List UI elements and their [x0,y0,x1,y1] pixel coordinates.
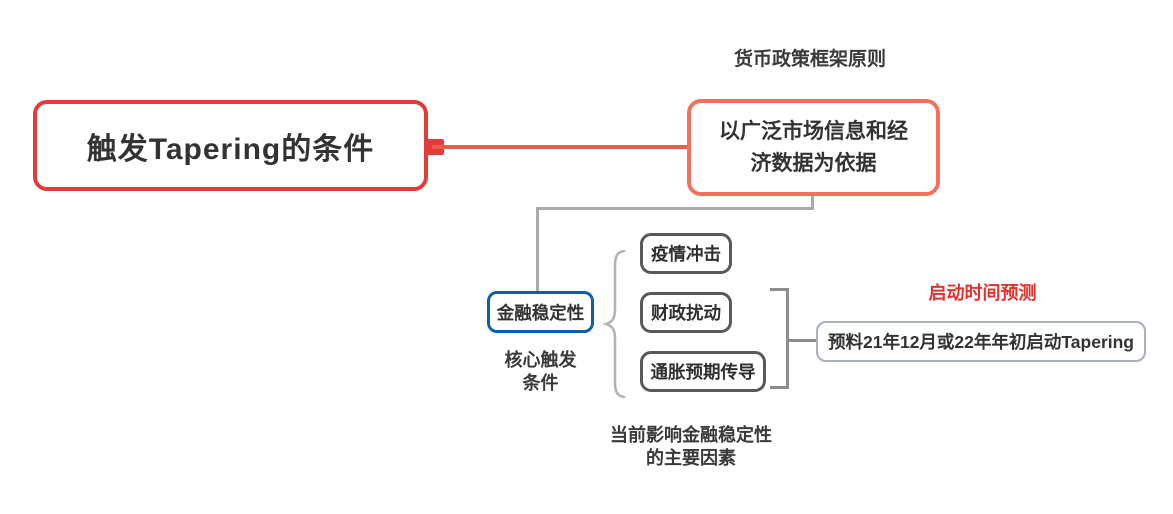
node-pandemic-shock[interactable]: 疫情冲击 [640,233,732,274]
caption-core-trigger-condition: 核心触发 条件 [504,350,577,394]
node-broad-market-info[interactable]: 以广泛市场信息和经 济数据为依据 [687,99,940,196]
node-inflation-expectation[interactable]: 通胀预期传导 [640,351,766,392]
caption-main-factors: 当前影响金融稳定性 的主要因素 [610,425,772,469]
node-financial-stability[interactable]: 金融稳定性 [487,291,594,333]
curly-brace [601,249,626,399]
gray-connector-horizontal [536,207,814,210]
node-fiscal-disturbance[interactable]: 财政扰动 [640,292,732,333]
bracket-connector-stub [786,339,816,342]
bracket-bottom-flange [770,386,789,389]
caption-launch-time-forecast: 启动时间预测 [928,283,1037,303]
gray-connector-vertical-bottom [536,207,539,293]
bracket-top-flange [770,288,789,291]
red-connector-line [432,145,688,149]
gray-connector-vertical-top [811,196,814,210]
bracket-vertical [786,288,789,389]
node-tapering-forecast[interactable]: 预料21年12月或22年年初启动Tapering [816,321,1146,362]
root-node-tapering-conditions[interactable]: 触发Tapering的条件 [33,100,428,191]
caption-monetary-policy-framework: 货币政策框架原则 [733,49,886,70]
